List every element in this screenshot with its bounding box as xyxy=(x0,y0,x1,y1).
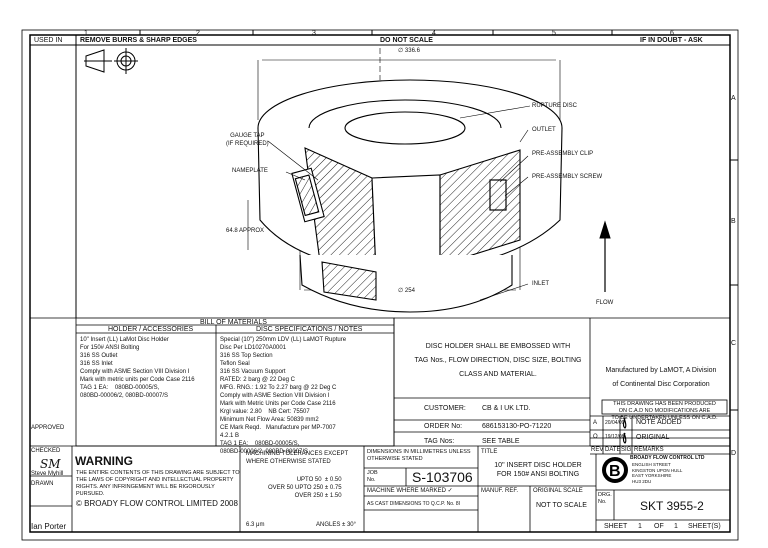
disc-holder-drawing xyxy=(247,48,563,313)
tag-label: TAG Nos: xyxy=(424,438,455,445)
svg-text:B: B xyxy=(609,463,621,480)
checked-name: Steve Myhill xyxy=(31,471,64,477)
remove-burrs-note: REMOVE BURRS & SHARP EDGES xyxy=(80,37,197,44)
title-block xyxy=(29,445,730,532)
bom-title: BILL OF MATERIALS xyxy=(200,319,267,326)
customer-value: CB & I UK LTD. xyxy=(482,405,531,412)
drg-label: DRG. No. xyxy=(598,492,612,505)
checked-label: CHECKED xyxy=(31,448,61,454)
disc-spec-text: Special (10") 250mm LDV (LL) LaMOT Ruptu… xyxy=(220,337,347,455)
zone-3: 3 xyxy=(312,30,316,37)
flow-label: FLOW xyxy=(596,300,614,306)
zone-b: B xyxy=(731,218,736,225)
drawn-name: Ian Porter xyxy=(31,522,67,531)
emboss-note: DISC HOLDER SHALL BE EMBOSSED WITH TAG N… xyxy=(414,343,582,378)
order-number: 686153130-PO-71220 xyxy=(482,423,552,430)
approved-label: APPROVED xyxy=(31,425,65,431)
rev-o-remark: ORIGINAL xyxy=(636,434,670,441)
do-not-scale-note: DO NOT SCALE xyxy=(380,37,433,44)
signature-marks xyxy=(622,417,627,444)
rev-a-date: 20/04/09 xyxy=(605,420,625,426)
broady-logo-icon: B xyxy=(602,457,628,483)
rev-o-date: 19/12/08 xyxy=(605,434,625,440)
machine-marked: MACHINE WHERE MARKED ✓ xyxy=(367,488,453,494)
tolerance-title: MACHINING TOLERANCES EXCEPT WHERE OTHERW… xyxy=(246,451,349,465)
sheet-total: 1 xyxy=(674,523,678,530)
leader-lines xyxy=(267,105,531,301)
zone-d: D xyxy=(731,450,737,457)
bom-col-holder: HOLDER / ACCESSORIES xyxy=(108,326,194,333)
manuf-ref-label: MANUF. REF. xyxy=(481,488,519,494)
tag-value: SEE TABLE xyxy=(482,438,520,445)
outlet-callout: OUTLET xyxy=(532,127,556,133)
dia-top-dimension: ∅ 336.6 xyxy=(398,48,420,54)
manufactured-note: Manufactured by LaMOT, A Division of Con… xyxy=(605,367,717,388)
sheet-number: 1 xyxy=(638,523,642,530)
sheet-label: SHEET xyxy=(604,523,628,530)
zone-1: 1 xyxy=(84,30,88,37)
company-address: ENGLISH STREET KINGSTON UPON HULL EAST Y… xyxy=(632,462,683,484)
approx-dimension: 64.8 APPROX xyxy=(226,228,265,234)
inlet-callout: INLET xyxy=(532,281,550,287)
zone-6: 6 xyxy=(670,30,674,37)
sheet-of: OF xyxy=(654,523,664,530)
dia-bottom-dimension: ∅ 254 xyxy=(398,288,415,294)
cast-dims: AS CAST DIMENSIONS TO Q.C.P. No. 8I xyxy=(367,501,460,507)
sheets-label: SHEET(S) xyxy=(688,523,721,530)
zone-4: 4 xyxy=(432,30,436,37)
job-label: JOB No. xyxy=(367,470,378,483)
warning-title: WARNING xyxy=(75,454,133,468)
zone-a: A xyxy=(731,95,736,102)
order-label: ORDER No: xyxy=(424,423,463,430)
remarks-header: REMARKS xyxy=(634,447,664,453)
flow-arrow-icon xyxy=(599,220,611,292)
customer-label: CUSTOMER: xyxy=(424,405,466,412)
if-in-doubt-note: IF IN DOUBT - ASK xyxy=(640,37,703,44)
dims-note: DIMENSIONS IN MILLIMETRES UNLESS OTHERWI… xyxy=(367,449,471,462)
rev-a-remark: NOTE ADDED xyxy=(636,419,682,426)
pre-assembly-clip-callout: PRE-ASSEMBLY CLIP xyxy=(532,151,594,157)
rev-a: A xyxy=(593,420,598,426)
cad-note: THIS DRAWING HAS BEEN PRODUCED ON C.A.D … xyxy=(611,401,718,421)
checked-initials: SM xyxy=(40,457,61,471)
zone-c: C xyxy=(731,340,737,347)
scale-value: NOT TO SCALE xyxy=(536,502,587,509)
date-header: DATE xyxy=(605,447,621,453)
title-label: TITLE xyxy=(481,449,498,455)
used-in-label: USED IN xyxy=(34,37,63,44)
gauge-tap-callout: GAUGE TAP (IF REQUIRED) xyxy=(226,133,269,147)
drawing-number: SKT 3955-2 xyxy=(640,499,704,513)
pre-assembly-screw-callout: PRE-ASSEMBLY SCREW xyxy=(532,174,603,180)
bom-col-disc: DISC SPECIFICATIONS / NOTES xyxy=(256,326,363,333)
bom-table xyxy=(75,317,395,447)
rupture-disc-callout: RUPTURE DISC xyxy=(532,103,578,109)
angle-tolerance: ANGLES ± 30° xyxy=(316,522,357,528)
copyright: © BROADY FLOW CONTROL LIMITED 2008 xyxy=(76,499,238,508)
rev-header: REV xyxy=(591,447,604,453)
zone-5: 5 xyxy=(552,30,556,37)
job-number: S-103706 xyxy=(412,469,473,485)
third-angle-projection-icon xyxy=(84,48,138,74)
surface-finish: 6.3 μm xyxy=(246,522,265,528)
tolerance-values: UPTO 50 ± 0.50 OVER 50 UPTO 250 ± 0.75 O… xyxy=(268,477,342,499)
drawn-label: DRAWN xyxy=(31,481,54,487)
nameplate-callout: NAMEPLATE xyxy=(232,168,268,174)
sig-header: SIG xyxy=(621,447,632,453)
holder-text: 10" Insert (LL) LaMot Disc Holder For 15… xyxy=(80,337,195,399)
original-scale-label: ORIGINAL SCALE xyxy=(533,488,583,494)
drawing-title: 10" INSERT DISC HOLDER FOR 150# ANSI BOL… xyxy=(494,462,582,478)
rev-o: O xyxy=(593,434,598,440)
warning-text: THE ENTIRE CONTENTS OF THIS DRAWING ARE … xyxy=(76,470,240,497)
zone-2: 2 xyxy=(196,30,200,37)
company-name: BROADY FLOW CONTROL LTD xyxy=(630,455,705,461)
